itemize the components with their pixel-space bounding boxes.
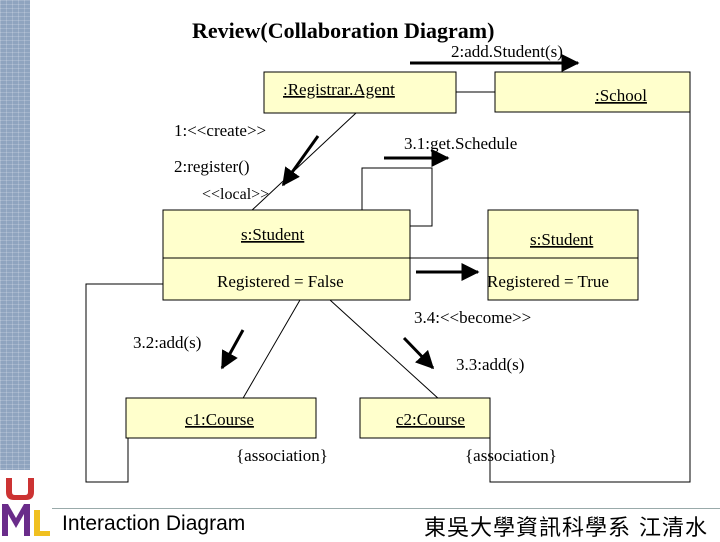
student-box-2[interactable] (487, 209, 639, 301)
msg-create: 1:<<create>> (174, 121, 266, 140)
footer-divider (52, 508, 720, 509)
link-lines (85, 91, 691, 483)
student-box-1[interactable] (162, 209, 411, 301)
arrow-add1 (220, 329, 245, 370)
course1-label: c1:Course (185, 410, 254, 429)
link-student-course1-diag (241, 299, 301, 401)
course1-box[interactable] (125, 397, 317, 439)
student2-state: Registered = True (487, 272, 609, 291)
msg-add2: 3.3:add(s) (456, 355, 524, 374)
link-student-course1 (85, 283, 163, 483)
footer-author: 東吳大學資訊科學系 江清水 (424, 516, 708, 541)
school-box[interactable] (494, 71, 691, 113)
msg-register: 2:register() (174, 157, 250, 176)
registrar-label: :Registrar.Agent (283, 80, 395, 99)
link-school-course2 (489, 112, 691, 483)
student1-name: s:Student (241, 225, 305, 244)
link-student-course2 (329, 299, 441, 401)
student1-state: Registered = False (217, 272, 344, 291)
msg-get-schedule: 3.1:get.Schedule (404, 134, 517, 153)
msg-add1: 3.2:add(s) (133, 333, 201, 352)
msg-add-student: 2:add.Student(s) (451, 42, 563, 61)
registrar-box[interactable] (263, 71, 457, 114)
link-student-self (361, 167, 433, 227)
msg-become: 3.4:<<become>> (414, 308, 531, 327)
slide-title: Review(Collaboration Diagram) (192, 18, 494, 43)
footer-topic: Interaction Diagram (62, 512, 246, 535)
side-decoration-bar (0, 0, 30, 470)
link-registrar-student (249, 112, 357, 213)
arrow-create (281, 135, 320, 187)
annotation-local: <<local>> (202, 186, 269, 203)
school-label: :School (595, 86, 647, 105)
student2-name: s:Student (530, 230, 594, 249)
uml-logo (2, 478, 50, 536)
association-2: {association} (465, 446, 557, 465)
course2-box[interactable] (359, 397, 491, 439)
association-1: {association} (236, 446, 328, 465)
arrow-add2 (402, 336, 435, 370)
course2-label: c2:Course (396, 410, 465, 429)
